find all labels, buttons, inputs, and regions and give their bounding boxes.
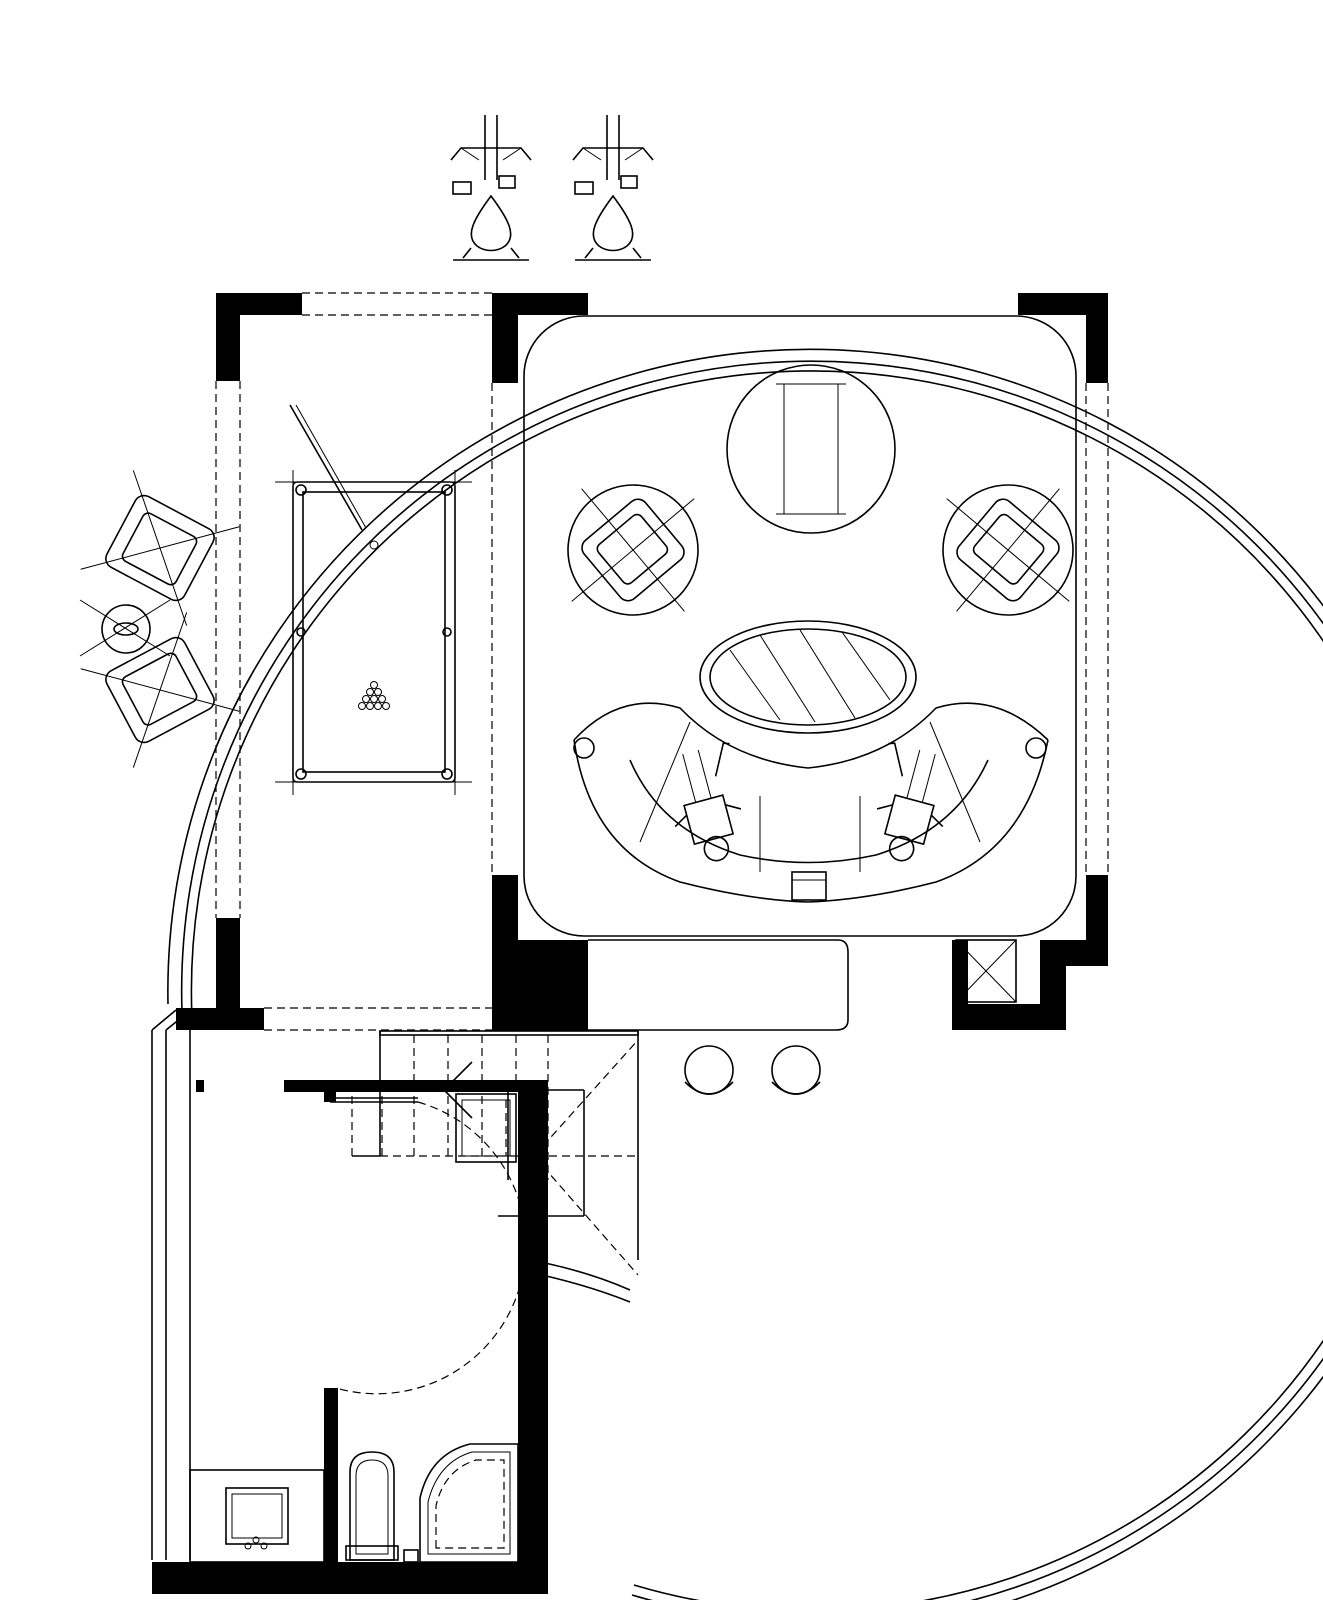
sink-counter <box>189 1469 325 1563</box>
round-table <box>726 364 896 534</box>
outer-circular-wall <box>167 348 1323 1600</box>
curved-sofa <box>573 702 1049 903</box>
bar-stool <box>684 1045 734 1095</box>
armchair <box>567 484 699 616</box>
duct-shaft <box>955 939 1017 1003</box>
toilet <box>345 1451 419 1563</box>
shower-tray <box>455 1093 517 1163</box>
exercise-machine <box>572 115 654 261</box>
corner-bathtub <box>419 1443 519 1563</box>
seated-person <box>674 742 742 862</box>
stair-direction-arrow <box>442 1061 584 1119</box>
armchair <box>942 484 1074 616</box>
armchair <box>80 612 240 768</box>
cue-stick <box>289 404 367 531</box>
pool-table <box>275 470 472 795</box>
bar-stool <box>771 1045 821 1095</box>
side-table <box>79 599 171 657</box>
staircase <box>351 1030 639 1276</box>
structural-walls <box>152 293 1108 1594</box>
armchair <box>80 470 240 626</box>
bar-counter <box>588 939 849 1031</box>
bathroom-door <box>330 1097 527 1395</box>
window-openings <box>215 292 1109 1031</box>
seated-person <box>876 742 944 862</box>
exercise-machine <box>450 115 532 261</box>
oval-coffee-table <box>699 620 917 734</box>
ball-rack <box>358 681 390 710</box>
media-room-enclosure <box>523 315 1077 937</box>
